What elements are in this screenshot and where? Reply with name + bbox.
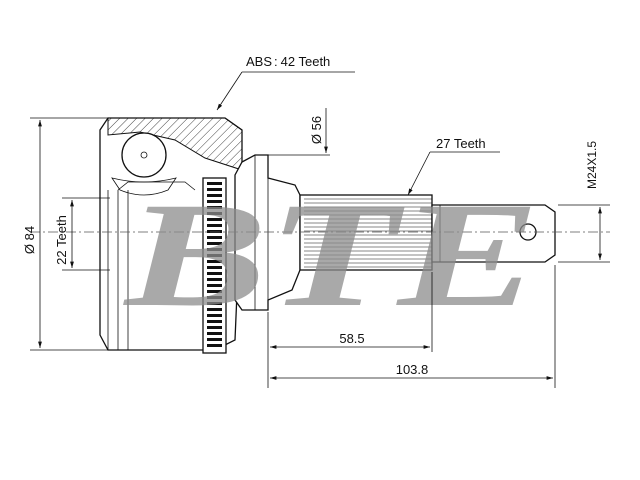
neck-flange bbox=[234, 154, 301, 311]
length-total-label: 103.8 bbox=[396, 362, 429, 377]
abs-tooth bbox=[207, 212, 222, 215]
abs-tooth bbox=[207, 194, 222, 197]
spline-teeth-callout: 27 Teeth bbox=[407, 136, 500, 196]
thread-label: M24X1.5 bbox=[585, 141, 599, 189]
bearing-ball bbox=[121, 132, 167, 178]
abs-ring bbox=[202, 177, 227, 354]
abs-tooth bbox=[207, 230, 222, 233]
abs-tooth bbox=[207, 206, 222, 209]
watermark-text: BTE bbox=[122, 172, 540, 338]
abs-tooth bbox=[207, 290, 222, 293]
abs-tooth bbox=[207, 326, 222, 329]
dimension-inner-teeth: 22 Teeth bbox=[54, 197, 110, 271]
dimension-length-short: 58.5 bbox=[267, 272, 433, 388]
abs-tooth bbox=[207, 320, 222, 323]
abs-callout: ABS:42 Teeth bbox=[216, 54, 355, 111]
spline-shaft bbox=[299, 194, 433, 271]
flange-diameter-label: Ø 56 bbox=[309, 116, 324, 144]
abs-label: ABS:42 Teeth bbox=[246, 54, 330, 69]
dimension-length-total: 103.8 bbox=[270, 265, 556, 388]
abs-tooth bbox=[207, 278, 222, 281]
abs-tooth bbox=[207, 224, 222, 227]
bearing-cage bbox=[111, 177, 177, 196]
abs-tooth bbox=[207, 248, 222, 251]
abs-tooth bbox=[207, 338, 222, 341]
dimension-outer-diameter: Ø 84 bbox=[22, 117, 108, 351]
spline-teeth-label: 27 Teeth bbox=[436, 136, 486, 151]
abs-tooth bbox=[207, 284, 222, 287]
abs-tooth bbox=[207, 218, 222, 221]
inner-teeth-label: 22 Teeth bbox=[54, 215, 69, 265]
outer-diameter-label: Ø 84 bbox=[22, 226, 37, 254]
abs-tooth bbox=[207, 266, 222, 269]
abs-tooth bbox=[207, 242, 222, 245]
abs-tooth bbox=[207, 272, 222, 275]
length-short-label: 58.5 bbox=[339, 331, 364, 346]
abs-tooth bbox=[207, 332, 222, 335]
abs-tooth bbox=[207, 302, 222, 305]
abs-tooth bbox=[207, 200, 222, 203]
abs-tooth bbox=[207, 254, 222, 257]
abs-tooth bbox=[207, 296, 222, 299]
dimension-thread: M24X1.5 bbox=[558, 141, 610, 263]
abs-tooth bbox=[207, 188, 222, 191]
abs-tooth bbox=[207, 182, 222, 185]
abs-tooth bbox=[207, 260, 222, 263]
abs-tooth bbox=[207, 308, 222, 311]
abs-tooth bbox=[207, 344, 222, 347]
dimension-flange-diameter: Ø 56 bbox=[255, 108, 330, 156]
abs-tooth bbox=[207, 314, 222, 317]
abs-tooth bbox=[207, 236, 222, 239]
